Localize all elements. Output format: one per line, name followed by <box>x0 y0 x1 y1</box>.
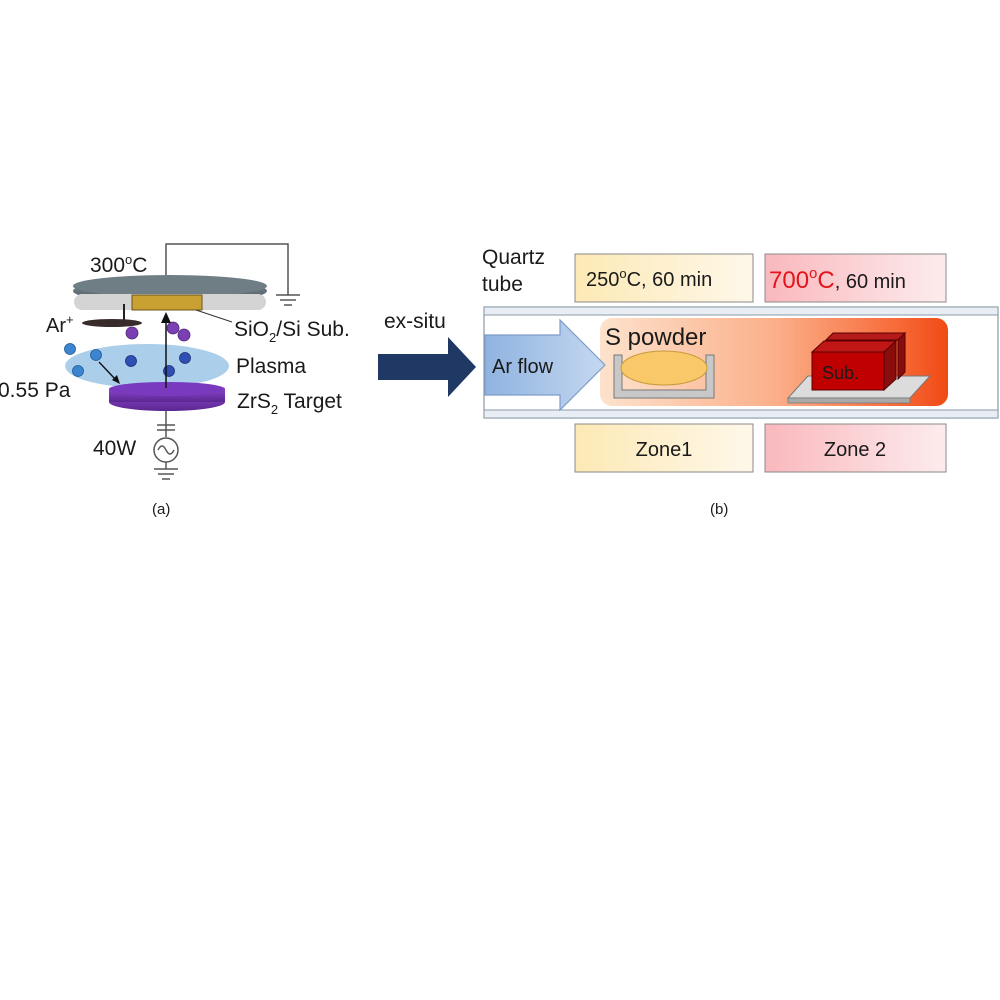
zone2-box <box>764 423 947 473</box>
ar-ion-label: Ar+ <box>46 312 74 337</box>
s-powder-label: S powder <box>605 324 706 351</box>
ex-situ-transition: ex-situ <box>378 310 476 397</box>
ground-wire <box>165 243 289 295</box>
panel-a-sputtering: 300oC Ar+ SiO2/Si Sub. Plasma 0.55 Pa Zr… <box>0 243 350 518</box>
quartz-label-line1: Quartz <box>482 246 545 269</box>
substrate-block-back-side <box>897 331 906 381</box>
zone1-temp-label: 250oC, 60 min <box>586 266 712 291</box>
zone2-temp-box <box>764 253 947 303</box>
panel-a-caption: (a) <box>152 501 170 518</box>
target-label: ZrS2 Target <box>237 390 342 417</box>
substrate-stage-edge <box>787 397 911 404</box>
substrate-block-back-top <box>824 332 907 341</box>
substrate-leader <box>195 309 233 323</box>
temperature-label: 300oC <box>90 252 147 277</box>
quartz-tube-bottom-wall <box>483 409 999 419</box>
ion-arrow-head <box>112 375 120 384</box>
substrate-block-front <box>811 351 885 391</box>
sputter-arrow-head <box>161 312 171 323</box>
zone2-temp-label: 700oC, 60 min <box>769 265 906 294</box>
panel-b-furnace: Quartz tube 250oC, 60 min 700oC, 60 min … <box>482 246 999 518</box>
ar-flow-arrow <box>484 318 606 412</box>
shutter <box>82 319 142 327</box>
zone2-label: Zone 2 <box>824 439 886 461</box>
substrate-label: SiO2/Si Sub. <box>234 318 350 345</box>
ex-situ-arrow <box>378 337 476 397</box>
target-top <box>109 382 225 396</box>
sulfur-powder <box>620 350 708 386</box>
substrate-label-b: Sub. <box>822 363 859 383</box>
heater-plate <box>73 275 267 297</box>
quartz-tube-top-wall <box>483 306 999 316</box>
zone1-temp-box <box>574 253 754 303</box>
panel-b-caption: (b) <box>710 501 728 518</box>
ac-wave <box>157 445 175 455</box>
plasma-cloud <box>65 344 229 388</box>
substrate-block-front-top <box>810 340 898 353</box>
quartz-label-line2: tube <box>482 273 523 296</box>
zone1-label: Zone1 <box>636 439 693 461</box>
sulfur-particles <box>125 321 191 342</box>
zone1-box <box>574 423 754 473</box>
pressure-label: 0.55 Pa <box>0 379 71 402</box>
ar-ions <box>64 343 102 377</box>
ar-flow-label: Ar flow <box>492 356 554 378</box>
substrate <box>131 294 203 311</box>
ex-situ-label: ex-situ <box>384 310 446 333</box>
plasma-label: Plasma <box>236 355 306 378</box>
power-label: 40W <box>93 437 136 460</box>
ground-symbol-top <box>276 294 300 306</box>
ground-symbol-bottom <box>154 468 178 480</box>
ion-arrow <box>98 361 117 381</box>
